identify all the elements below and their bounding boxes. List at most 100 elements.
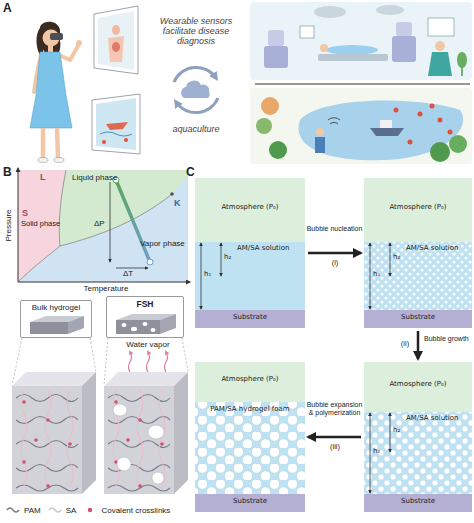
axis-label: Temperature [76,285,136,294]
process-panel: Atmosphere (P₀)PAM/SA hydrogel foamSubst… [195,362,305,512]
hydrogel-structure-part [12,372,96,386]
virtual-screens-part [96,98,136,150]
foaming-bands-part [195,402,305,494]
virtual-screens-part [112,25,120,35]
frame-title: Bulk hydrogel [21,304,91,313]
virtual-screens-part [98,11,134,70]
application-scenes-part [396,22,412,36]
wearer-figure-part [43,128,58,158]
phase-diagram-part [170,192,174,196]
hydrogel-structure-part [129,352,132,372]
application-scenes-part [250,88,472,164]
phase-diagram-part [18,170,188,282]
hydrogel-structure-part [30,322,68,334]
hydrogel-structure-part-part [22,400,26,404]
region-label: Solid phase [21,220,61,228]
hydrogel-structure-part-part [34,438,38,442]
application-scenes-part [314,6,346,18]
substrate-label: Substrate [364,314,472,322]
hydrogel-structure-part [12,338,188,386]
caption-text: aquaculture [156,124,236,134]
wearer-figure [30,22,82,163]
hydrogel-structure-part-part [22,460,26,464]
height-label: h₁ [373,271,387,279]
hydrogel-structure-part [152,472,164,484]
hydrogel-structure-part-part [46,418,50,422]
virtual-screens-part [92,94,140,154]
image-frame: Bulk hydrogel [20,300,92,338]
atmosphere-label: Atmosphere (P₀) [195,204,305,212]
foaming-bands-part [364,310,472,328]
foaming-bands-part [390,413,391,452]
step-number: (iii) [323,443,347,451]
virtual-screens-part [100,132,132,136]
legend: PAMSACovalent crosslinks [6,505,177,515]
application-scenes-part [256,118,272,134]
panel-letter: A [3,2,12,15]
vapor-label: Water vapor [118,341,178,350]
phase-diagram-part [18,168,19,282]
foaming-bands-part [221,243,222,276]
virtual-screens-part [94,6,138,74]
application-scenes-part [457,52,467,68]
hydrogel-structure-part [174,372,188,494]
foaming-bands-part [364,412,472,494]
foaming-bands-part [364,494,472,512]
hydrogel-structure-part [117,457,131,471]
legend-line [49,508,61,512]
process-panel: Atmosphere (P₀)AM/SA solutionh₁h₂Substra… [195,178,305,328]
process-arrow [308,436,361,439]
layer-label: AM/SA solution [406,245,470,253]
height-label: h₂ [393,427,407,435]
application-scenes-part [392,36,416,62]
foaming-bands-part [195,494,305,512]
application-scenes-part [269,141,287,159]
application-scenes-part [316,128,324,136]
hydrogel-structure-part-part [21,390,73,486]
hydrogel-structure-part [122,323,127,327]
virtual-screens-part [112,42,120,52]
legend-sample [48,505,64,515]
step-number: (i) [324,259,346,267]
phase-diagram-part [18,282,190,283]
application-scenes-part [320,44,328,52]
caption-text: Wearable sensors facilitate disease diag… [158,16,234,46]
frame-title: FSH [107,300,183,310]
hydrogel-structure-part-part [46,484,50,488]
application-scenes-part [370,128,404,136]
process-arrow [308,252,361,255]
phase-diagram-part [147,259,153,265]
wearer-figure-part [30,52,72,128]
wearer-figure-part [76,40,82,46]
application-scenes-part [255,83,470,84]
edge-label: Bubble expansion & polymerization [304,401,366,417]
height-label: h₁ [204,271,218,279]
application-scenes-part [250,2,472,80]
application-scenes [250,2,472,164]
foaming-bands-part [201,243,202,309]
foaming-bands-part [195,310,305,328]
foaming-bands-part [195,242,305,310]
application-scenes-part [428,52,452,76]
hydrogel-structure-part [160,314,176,334]
legend-sample [83,505,99,515]
application-scenes-part [318,54,388,61]
process-panel: Atmosphere (P₀)AM/SA solutionh₁h₂Substra… [364,362,472,512]
foaming-bands-part [195,362,305,402]
substrate-label: Substrate [364,498,472,506]
wearer-figure-part [50,33,63,40]
layer-label: AM/SA solution [237,245,303,253]
hydrogel-structure-part [151,328,156,332]
foaming-bands-part [364,242,472,310]
application-scenes-part [435,41,445,51]
virtual-screens-part [106,122,128,130]
legend-line [88,508,92,512]
cycle-icon-part [174,67,216,82]
region-letter: K [174,198,181,208]
phase-diagram-part [116,268,148,269]
process-arrow [417,331,420,359]
image-frame: FSH [106,296,184,338]
wearer-figure-part [59,46,78,60]
